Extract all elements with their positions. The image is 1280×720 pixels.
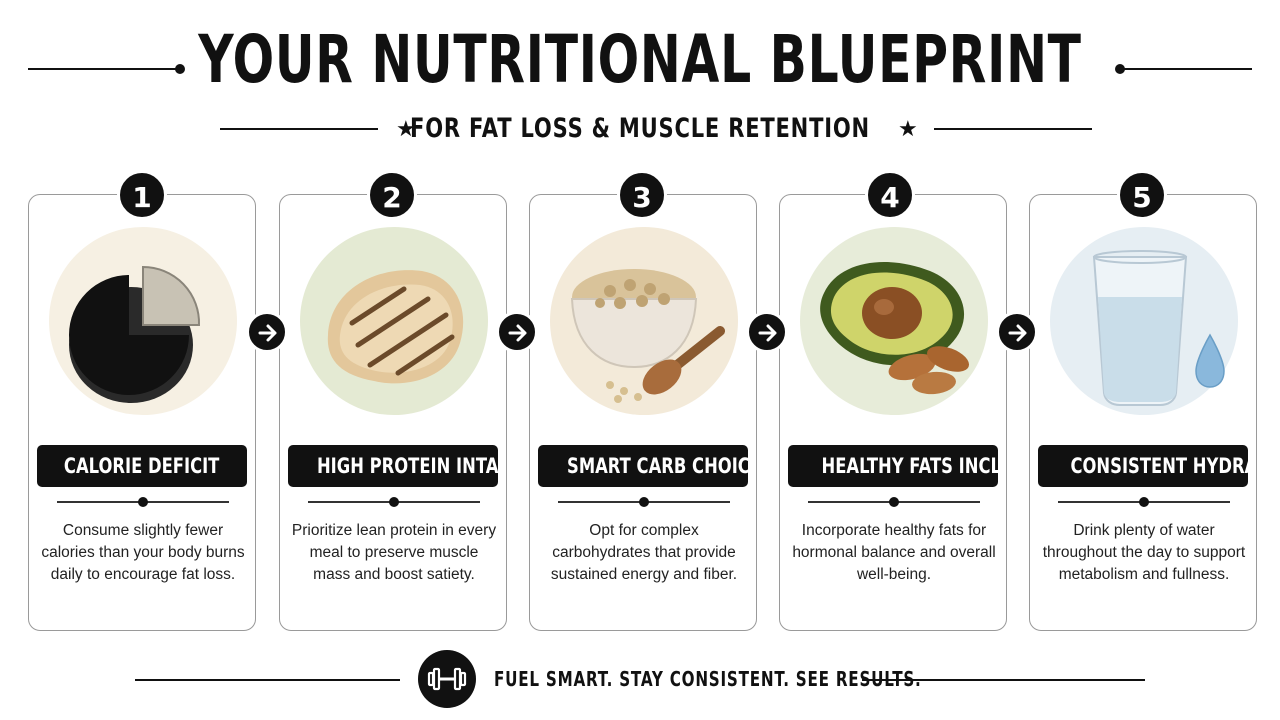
step-title: HEALTHY FATS INCLUSION <box>821 454 998 478</box>
subtitle-line-right <box>934 128 1092 130</box>
step-illustration <box>1050 227 1238 415</box>
step-card-3: SMART CARB CHOICES Opt for complex carbo… <box>529 194 757 631</box>
grilled-chicken-icon <box>327 270 464 384</box>
title-line-right <box>1120 68 1252 70</box>
step-number-badge: 1 <box>117 170 167 220</box>
arrow-right-icon <box>496 311 538 353</box>
star-icon: ★ <box>396 116 416 141</box>
title-line-left <box>28 68 178 70</box>
footer-line-left <box>135 679 400 681</box>
step-title-label: CONSISTENT HYDRATION <box>1038 445 1248 487</box>
step-illustration <box>800 227 988 415</box>
step-title: CONSISTENT HYDRATION <box>1070 454 1248 478</box>
oats-bowl-icon <box>570 269 725 403</box>
star-icon: ★ <box>898 116 918 141</box>
step-title: CALORIE DEFICIT <box>64 454 220 478</box>
step-divider-dot <box>138 497 148 507</box>
step-description: Opt for complex carbohydrates that provi… <box>550 522 738 583</box>
step-divider-dot <box>389 497 399 507</box>
title-dot-left <box>175 64 185 74</box>
step-card-1: CALORIE DEFICIT Consume slightly fewer c… <box>28 194 256 631</box>
arrow-right-icon <box>996 311 1038 353</box>
page-title: YOUR NUTRITIONAL BLUEPRINT <box>198 21 1082 98</box>
step-description: Consume slightly fewer calories than you… <box>41 522 245 583</box>
water-glass-icon <box>1092 250 1225 406</box>
avocado-almonds-icon <box>820 261 970 395</box>
footer-tagline: FUEL SMART. STAY CONSISTENT. SEE RESULTS… <box>494 667 922 691</box>
arrow-right-icon <box>746 311 788 353</box>
step-illustration <box>49 227 237 415</box>
step-title-label: HIGH PROTEIN INTAKE <box>288 445 498 487</box>
step-title-label: HEALTHY FATS INCLUSION <box>788 445 998 487</box>
footer-line-right <box>862 679 1145 681</box>
step-number-badge: 5 <box>1117 170 1167 220</box>
step-card-5: CONSISTENT HYDRATION Drink plenty of wat… <box>1029 194 1257 631</box>
pie-chart-icon <box>69 265 201 403</box>
step-description: Prioritize lean protein in every meal to… <box>291 522 497 583</box>
step-number-badge: 4 <box>865 170 915 220</box>
step-card-4: HEALTHY FATS INCLUSION Incorporate healt… <box>779 194 1007 631</box>
step-number-badge: 2 <box>367 170 417 220</box>
step-number-badge: 3 <box>617 170 667 220</box>
step-description: Drink plenty of water throughout the day… <box>1042 522 1246 583</box>
step-divider-dot <box>1139 497 1149 507</box>
step-card-2: HIGH PROTEIN INTAKE Prioritize lean prot… <box>279 194 507 631</box>
step-title-label: SMART CARB CHOICES <box>538 445 748 487</box>
step-divider-dot <box>889 497 899 507</box>
page-subtitle: FOR FAT LOSS & MUSCLE RETENTION <box>410 113 870 144</box>
step-divider-dot <box>639 497 649 507</box>
subtitle-row: ★ FOR FAT LOSS & MUSCLE RETENTION ★ <box>0 112 1280 146</box>
step-title: SMART CARB CHOICES <box>567 454 748 478</box>
step-illustration <box>550 227 738 415</box>
arrow-right-icon <box>246 311 288 353</box>
dumbbell-icon <box>427 667 467 691</box>
step-description: Incorporate healthy fats for hormonal ba… <box>792 522 996 583</box>
subtitle-line-left <box>220 128 378 130</box>
step-title-label: CALORIE DEFICIT <box>37 445 247 487</box>
footer-badge <box>418 650 476 708</box>
step-illustration <box>300 227 488 415</box>
step-title: HIGH PROTEIN INTAKE <box>316 454 498 478</box>
